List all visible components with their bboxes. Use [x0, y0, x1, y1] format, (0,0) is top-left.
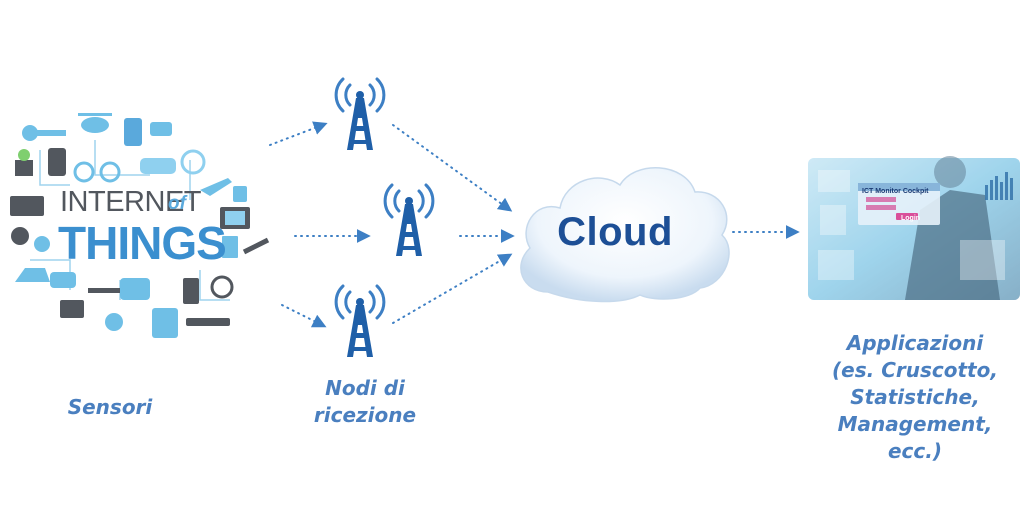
key-icon [22, 125, 66, 141]
tablet-icon [124, 118, 142, 146]
antenna-top-icon [334, 77, 386, 152]
dashboard-login-button: Login [901, 215, 921, 222]
iot-logo-internet: INTERNET [60, 186, 202, 218]
label-app-line: Applicazioni [846, 331, 984, 355]
iron-icon [15, 268, 50, 282]
airplane-icon [200, 178, 232, 196]
router-icon [186, 318, 230, 326]
cloud-label: Cloud [557, 210, 673, 254]
applications-dashboard-image [808, 156, 1020, 300]
helicopter-icon [78, 113, 112, 133]
label-app-line: Statistiche, [850, 385, 980, 409]
label-sensori-text: Sensori [67, 395, 153, 419]
plug-icon [242, 237, 270, 255]
tram-icon [152, 308, 178, 338]
iot-logo-things: THINGS [58, 217, 227, 269]
antenna-bottom-icon [334, 284, 386, 359]
gear-icon [11, 227, 29, 245]
iot-sensors-cluster [10, 113, 270, 338]
car-icon [140, 158, 176, 174]
label-nodi-ricezione: Nodi di ricezione [290, 375, 440, 429]
tv-icon [220, 207, 250, 229]
train-icon [10, 196, 44, 216]
landline-icon [50, 272, 76, 288]
bulb-icon [105, 313, 123, 331]
faucet-icon [150, 122, 172, 136]
label-app-line: Management, [837, 412, 993, 436]
drone-icon [88, 288, 122, 293]
bar-graphic [985, 172, 1013, 200]
iot-logo-of: of [168, 193, 186, 214]
lock-icon [233, 186, 247, 202]
label-sensori: Sensori [40, 394, 180, 421]
bicycle-icon [73, 161, 121, 183]
monitor-icon [60, 300, 84, 318]
label-nodi-line: Nodi di [325, 376, 405, 400]
arrow-sensors-to-node-top [269, 121, 328, 146]
label-applicazioni: Applicazioni (es. Cruscotto, Statistiche… [800, 330, 1030, 465]
login-window [858, 183, 940, 225]
cloud-shape [520, 166, 730, 303]
arrow-node-bottom-to-cloud [392, 253, 513, 324]
trash-icon [222, 236, 238, 258]
phone-icon [48, 148, 66, 176]
flow-arrows [269, 121, 800, 328]
fan-icon [180, 149, 206, 175]
arrow-sensors-to-node-bottom [281, 304, 327, 328]
dashboard-title: ICT Monitor Cockpit [862, 188, 929, 195]
ui-panels [818, 170, 1005, 280]
antenna-middle-icon [383, 183, 435, 258]
label-nodi-line: ricezione [313, 403, 417, 427]
label-app-line: ecc.) [887, 439, 942, 463]
flower-icon [34, 236, 50, 252]
bus-icon [120, 278, 150, 300]
arrow-node-top-to-cloud [392, 124, 513, 212]
label-app-line: (es. Cruscotto, [832, 358, 998, 382]
clock-icon [210, 275, 234, 299]
speaker-icon [183, 278, 199, 304]
plant-icon [15, 149, 33, 176]
